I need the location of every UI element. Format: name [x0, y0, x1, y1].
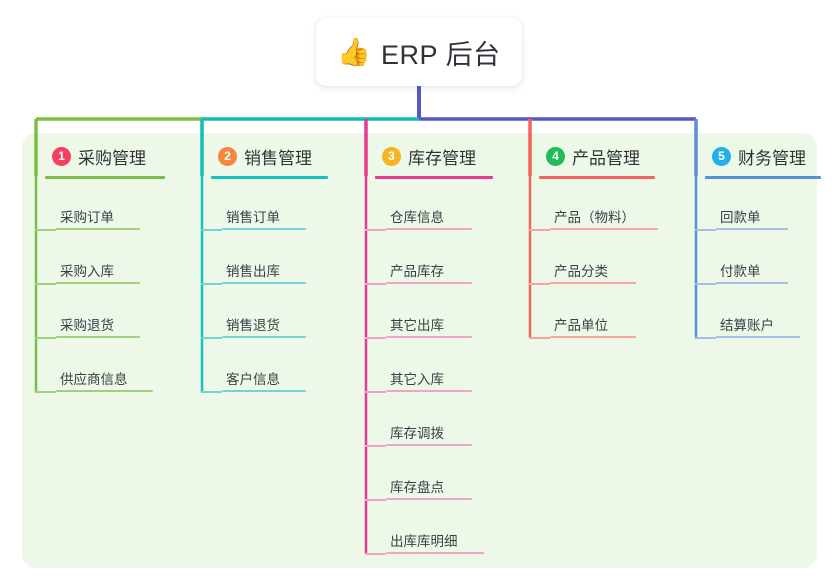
- sub-item-underline: [56, 282, 140, 284]
- sub-item-underline: [386, 390, 472, 392]
- sub-item-label: 产品库存: [390, 264, 444, 279]
- category-number-badge: 3: [382, 146, 401, 166]
- sub-item-underline: [56, 336, 140, 338]
- category-column-3: 3 库存管理仓库信息产品库存其它出库其它入库库存调拨库存盘点出库库明细: [360, 143, 493, 554]
- category-underline: [45, 176, 165, 179]
- category-underline: [211, 176, 328, 179]
- sub-item-underline: [386, 282, 472, 284]
- category-header-5[interactable]: 5 财务管理: [690, 143, 806, 169]
- category-column-1: 1 采购管理采购订单采购入库采购退货供应商信息: [30, 143, 165, 392]
- sub-item-underline: [386, 336, 472, 338]
- category-header-1[interactable]: 1 采购管理: [30, 143, 146, 169]
- category-title: 销售管理: [244, 148, 312, 168]
- category-column-4: 4 产品管理产品（物料） 产品分类产品单位: [524, 143, 658, 338]
- sub-item-label: 销售订单: [226, 210, 280, 225]
- sub-item-underline: [716, 336, 800, 338]
- category-header-2[interactable]: 2 销售管理: [196, 143, 312, 169]
- sub-item-label: 回款单: [720, 210, 761, 225]
- sub-item-label: 其它出库: [390, 318, 444, 333]
- category-header-3[interactable]: 3 库存管理: [360, 143, 476, 169]
- category-underline: [539, 176, 655, 179]
- sub-item-label: 供应商信息: [60, 372, 128, 387]
- sub-item-label: 销售出库: [226, 264, 280, 279]
- sub-item-underline: [550, 282, 636, 284]
- root-node[interactable]: 👍 ERP 后台: [316, 18, 522, 86]
- sub-item-underline: [222, 336, 306, 338]
- sub-item-underline: [716, 282, 788, 284]
- sub-item-label: 采购入库: [60, 264, 114, 279]
- sub-item-underline: [550, 336, 636, 338]
- category-underline: [705, 176, 821, 179]
- diagram-background-panel: [22, 133, 817, 568]
- sub-item-label: 付款单: [720, 264, 761, 279]
- sub-item-underline: [386, 498, 472, 500]
- sub-item-label: 库存盘点: [390, 480, 444, 495]
- category-number-badge: 2: [218, 146, 237, 166]
- sub-item-underline: [222, 390, 306, 392]
- sub-item-underline: [386, 228, 472, 230]
- category-number-badge: 4: [546, 146, 565, 166]
- sub-item-underline: [386, 444, 472, 446]
- root-title: ERP 后台: [381, 39, 501, 70]
- category-column-5: 5 财务管理回款单付款单结算账户: [690, 143, 821, 338]
- sub-item-label: 库存调拨: [390, 426, 444, 441]
- category-number-badge: 5: [712, 146, 731, 166]
- sub-item-underline: [386, 552, 484, 554]
- category-column-2: 2 销售管理销售订单销售出库销售退货客户信息: [196, 143, 328, 392]
- sub-item-label: 结算账户: [720, 318, 774, 333]
- category-header-4[interactable]: 4 产品管理: [524, 143, 640, 169]
- sub-item-label: 销售退货: [226, 318, 280, 333]
- sub-item-label: 仓库信息: [390, 210, 444, 225]
- category-title: 产品管理: [572, 148, 640, 168]
- sub-item-label: 采购订单: [60, 210, 114, 225]
- sub-item-underline: [56, 390, 153, 392]
- category-title: 库存管理: [408, 148, 476, 168]
- sub-item-underline: [222, 228, 306, 230]
- sub-item-label: 产品（物料）: [554, 210, 635, 225]
- sub-item-underline: [550, 228, 658, 230]
- category-title: 财务管理: [738, 148, 806, 168]
- sub-item-label: 出库库明细: [390, 534, 458, 549]
- sub-item-label: 客户信息: [226, 372, 280, 387]
- sub-item-label: 产品单位: [554, 318, 608, 333]
- sub-item-underline: [56, 228, 140, 230]
- sub-item-label: 其它入库: [390, 372, 444, 387]
- category-underline: [375, 176, 493, 179]
- category-title: 采购管理: [78, 148, 146, 168]
- sub-item-label: 产品分类: [554, 264, 608, 279]
- thumbs-up-icon: 👍: [337, 36, 372, 67]
- sub-item-underline: [222, 282, 306, 284]
- sub-item-label: 采购退货: [60, 318, 114, 333]
- sub-item-underline: [716, 228, 788, 230]
- category-number-badge: 1: [52, 146, 71, 166]
